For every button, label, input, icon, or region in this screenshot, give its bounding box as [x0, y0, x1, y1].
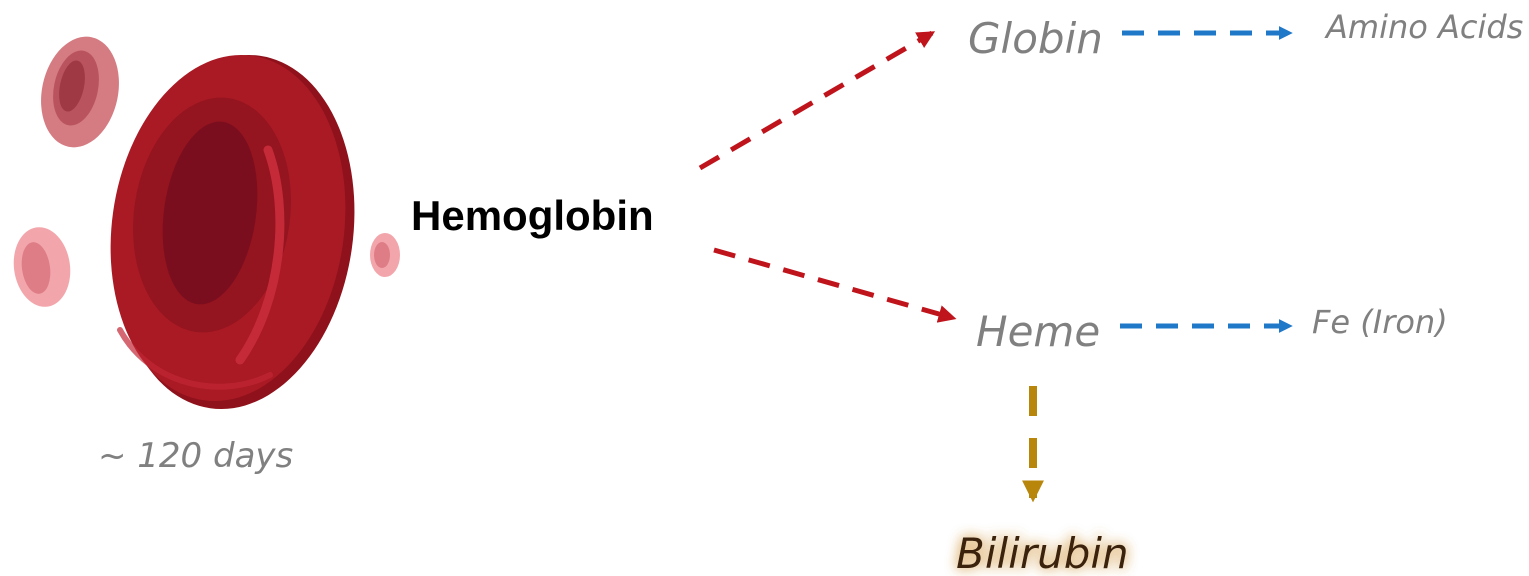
small-red-blood-cell-icon: [41, 36, 119, 148]
globin-label: Globin: [968, 14, 1103, 63]
arrow-hemoglobin-to-globin: [698, 30, 936, 171]
bilirubin-label: Bilirubin: [956, 529, 1129, 576]
arrow-hemoglobin-to-heme: [713, 247, 957, 323]
small-red-blood-cell-icon: [13, 227, 71, 307]
hemoglobin-label: Hemoglobin: [411, 192, 654, 239]
amino-acids-label: Amino Acids: [1324, 8, 1523, 46]
lifespan-label: ~ 120 days: [98, 436, 293, 476]
iron-label: Fe (Iron): [1312, 303, 1448, 341]
small-red-blood-cell-icon: [370, 233, 400, 277]
heme-label: Heme: [976, 307, 1100, 356]
red-blood-cell-icon: [110, 54, 355, 410]
